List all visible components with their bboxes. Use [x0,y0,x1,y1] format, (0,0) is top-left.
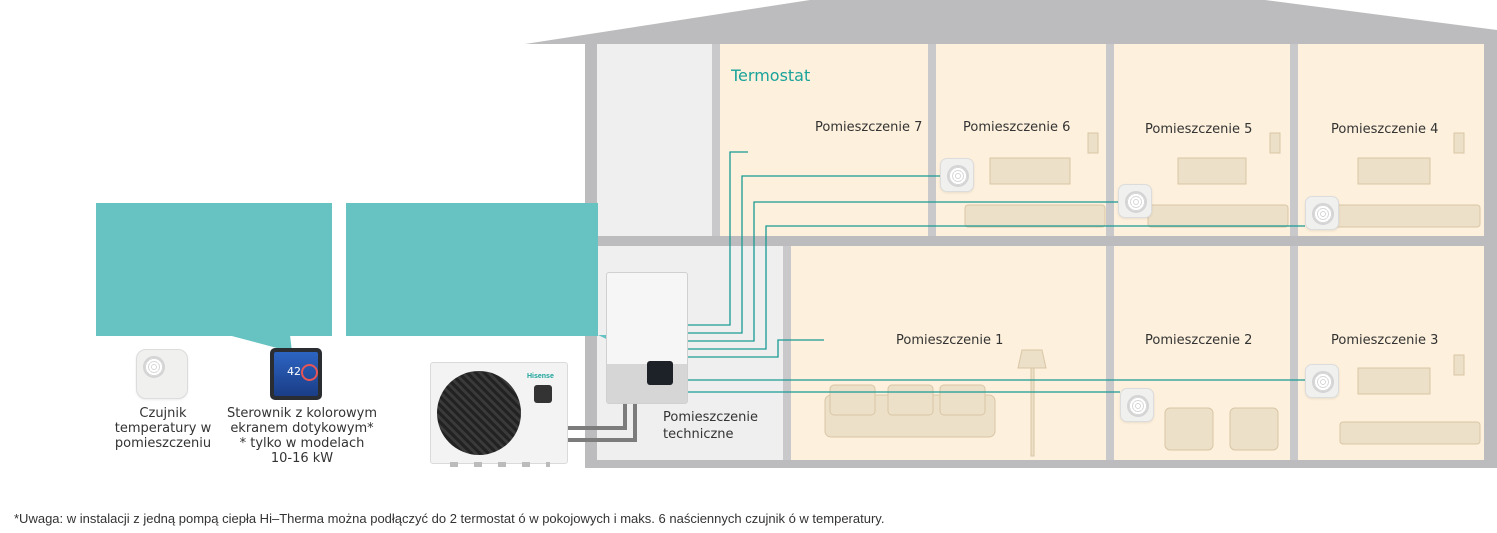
stairwell [597,44,712,236]
controller-line3: * tylko w modelach [239,436,365,451]
controller-callout [346,203,598,336]
technical-room-line1: Pomieszczenie [663,410,759,425]
wall-sensor-room-4 [1305,196,1339,230]
fan-grille-icon [437,371,521,455]
room-3-label: Pomieszczenie 3 [1331,333,1439,348]
room-sensor-line3: pomieszczeniu [114,436,212,451]
room-1-label: Pomieszczenie 1 [896,333,1004,348]
outdoor-unit-brand: Hisense [527,373,554,380]
room-6-area [936,44,1106,236]
controller-caption: Sterownik z kolorowym ekranem dotykowym*… [224,406,380,466]
wall-sensor-room-6 [940,158,974,192]
house-ground-slab [585,460,1497,468]
wall-picture [989,157,1071,185]
controller-dial-icon [301,364,318,381]
wall-sensor-room-3 [1305,364,1339,398]
bed-6 [964,204,1106,228]
room-sensor-caption: Czujnik temperatury w pomieszczeniu [98,406,228,451]
wall-sensor-room-1 [1120,388,1154,422]
controller-screen-value: 42 [287,365,301,378]
room-5-label: Pomieszczenie 5 [1145,122,1253,137]
outdoor-unit-logo-icon [534,385,552,403]
technical-room-label: Pomieszczenie techniczne [663,409,758,443]
thermostat-label: Termostat [731,66,811,85]
technical-room-line2: techniczne [663,427,734,442]
controller-screen: 42 [274,352,318,396]
room-4-label: Pomieszczenie 4 [1331,122,1439,137]
indoor-unit-display-icon [647,361,673,385]
outdoor-unit-feet [450,462,550,467]
controller-line1: Sterownik z kolorowym [226,406,378,421]
room-sensor-callout [96,203,332,336]
room-sensor-line1: Czujnik [139,406,187,421]
controller-line2: ekranem dotykowym* [230,421,374,436]
room-7-area [720,44,928,236]
controller-line4: 10-16 kW [270,451,334,466]
room-2-label: Pomieszczenie 2 [1145,333,1253,348]
outdoor-heat-pump-unit: Hisense [430,362,568,464]
room-temperature-sensor-icon [136,349,188,399]
floor-lamp [1017,349,1047,369]
wall-sensor-room-5 [1118,184,1152,218]
house-floor-slab [585,236,1497,246]
house-roof [525,0,1497,44]
room-sensor-line2: temperatury w [114,421,212,436]
armchair [1164,407,1214,451]
footnote: *Uwaga: w instalacji z jedną pompą ciepł… [14,511,885,526]
room-7-label: Pomieszczenie 7 [815,120,923,135]
house-wall-right [1484,44,1497,468]
room-6-label: Pomieszczenie 6 [963,120,1071,135]
indoor-hydro-unit [606,272,688,404]
touchscreen-controller-icon: 42 [270,348,322,400]
